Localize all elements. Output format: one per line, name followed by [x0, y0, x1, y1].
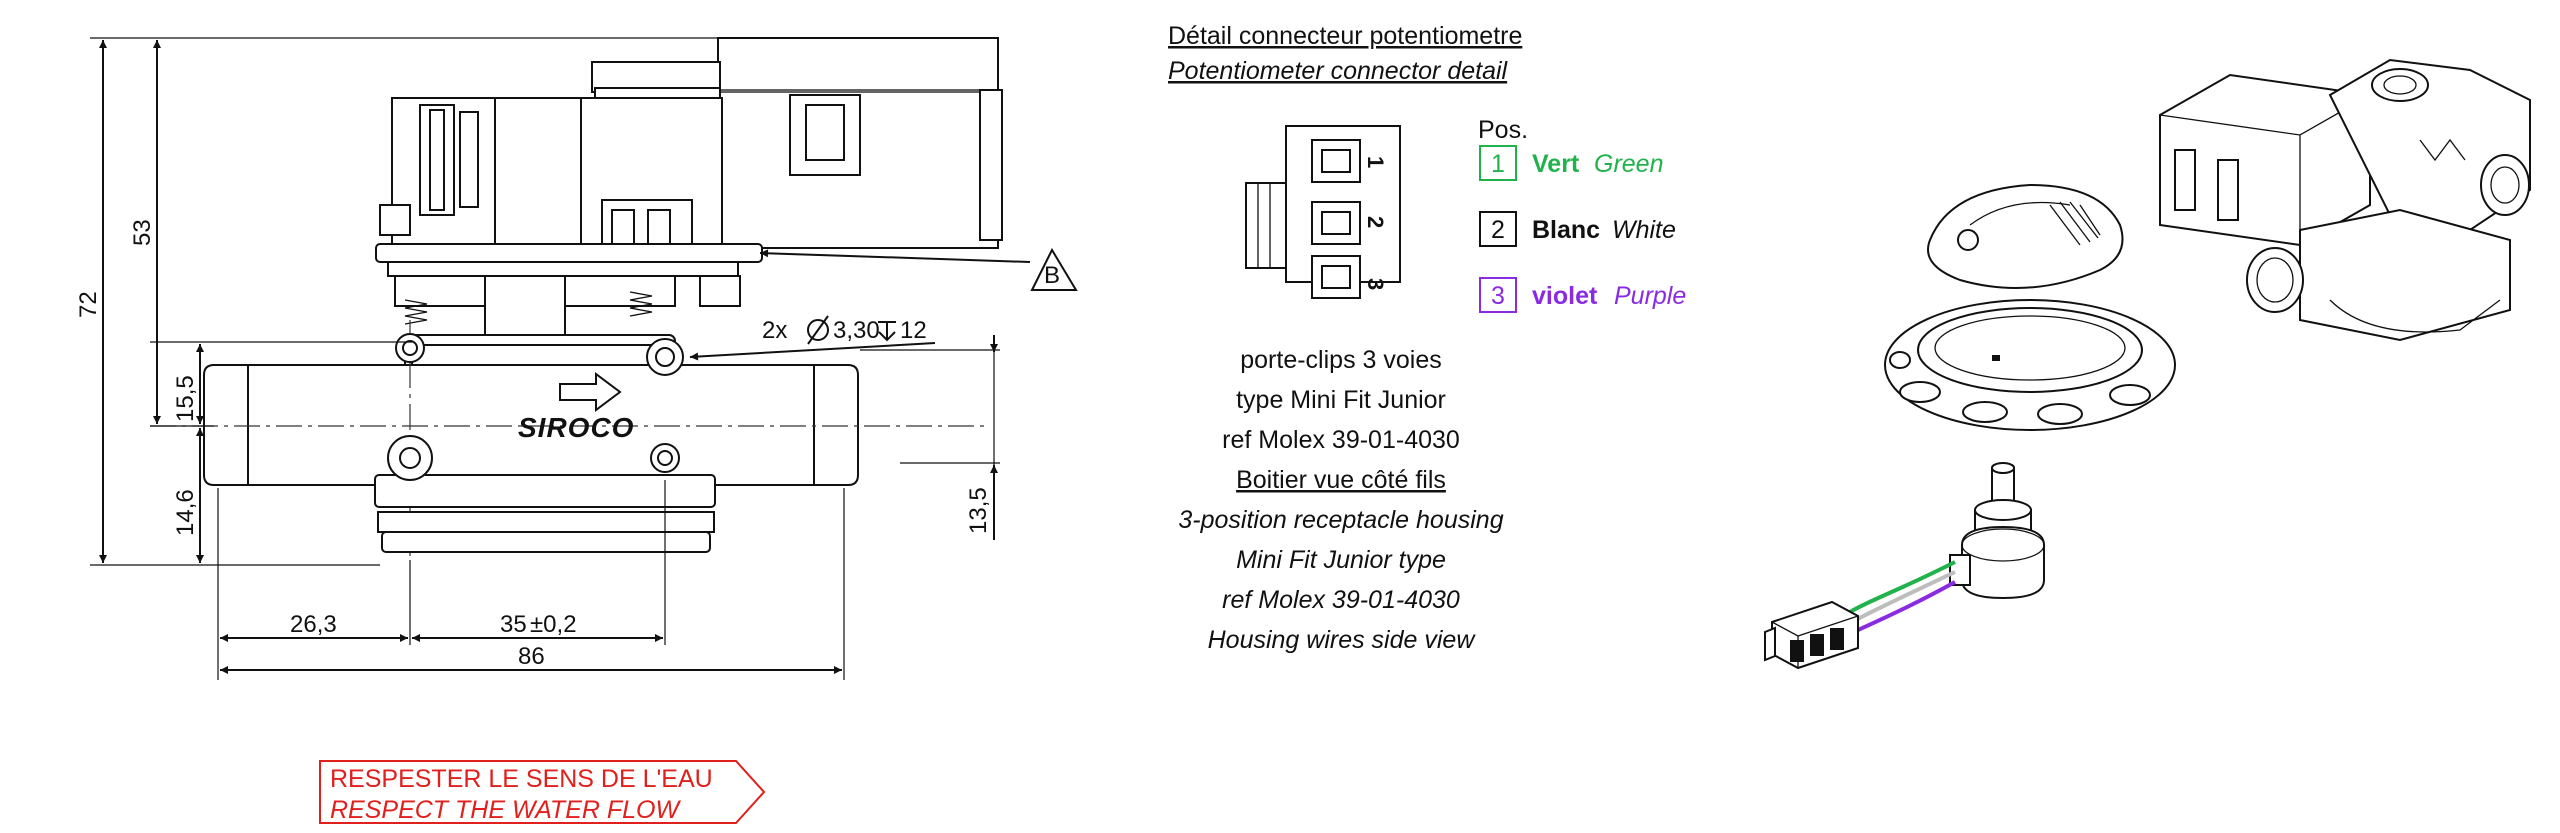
- connector-title-fr: Détail connecteur potentiometre: [1168, 22, 1522, 50]
- dimension-15-5: 15,5: [172, 375, 199, 422]
- connector-desc-5: 3-position receptacle housing: [1178, 506, 1503, 534]
- dimension-35: 35: [500, 611, 527, 638]
- pin-1-number: 1: [1491, 150, 1505, 178]
- pin-3-number: 3: [1491, 282, 1505, 310]
- connector-desc-2: type Mini Fit Junior: [1236, 386, 1446, 414]
- pin-header: Pos.: [1478, 116, 1528, 144]
- dimension-86: 86: [518, 643, 545, 670]
- pin-3-name-en: Purple: [1614, 282, 1686, 310]
- dimension-14-6: 14,6: [172, 489, 199, 536]
- brand-marking: SIROCO: [518, 412, 634, 443]
- pin-2-name-fr: Blanc: [1532, 216, 1600, 244]
- pin-2-box: [1479, 211, 1517, 247]
- pin-2-number: 2: [1491, 216, 1505, 244]
- green-wire: [1848, 560, 1956, 614]
- dimension-35-tolerance: ±0,2: [530, 611, 577, 638]
- dimension-72: 72: [75, 291, 102, 318]
- connector-desc-6: Mini Fit Junior type: [1236, 546, 1446, 574]
- housing-pin-2: 2: [1363, 216, 1388, 228]
- connector-desc-8: Housing wires side view: [1208, 626, 1477, 654]
- depth-icon: [878, 321, 896, 342]
- purple-wire: [1853, 580, 1956, 634]
- pin-1-box: [1479, 145, 1517, 181]
- connector-title-en: Potentiometer connector detail: [1168, 57, 1509, 85]
- warning-line-fr: RESPESTER LE SENS DE L'EAU: [330, 765, 713, 793]
- pin-3-box: [1479, 277, 1517, 313]
- diameter-icon: [807, 315, 829, 345]
- pin-2-name-en: White: [1612, 216, 1676, 244]
- pin-1-name-en: Green: [1594, 150, 1663, 178]
- connector-desc-3: ref Molex 39-01-4030: [1222, 426, 1460, 454]
- warning-flag: [319, 760, 766, 824]
- callout-b: [759, 247, 1078, 291]
- valve-front-view: [150, 37, 1003, 560]
- housing-pin-1: 1: [1363, 156, 1388, 168]
- connector-desc-4: Boitier vue côté fils: [1236, 466, 1446, 494]
- knob-illustration: [1927, 183, 2124, 289]
- pin-3-name-fr: violet: [1532, 282, 1598, 310]
- pin-1-name-fr: Vert: [1532, 150, 1580, 178]
- dimension-13-5: 13,5: [965, 487, 992, 534]
- housing-pin-3: 3: [1363, 278, 1388, 290]
- dimension-lines: [90, 37, 1000, 680]
- holes-diameter: 3,30: [833, 317, 880, 344]
- holes-depth: 12: [900, 317, 927, 344]
- connector-desc-7: ref Molex 39-01-4030: [1222, 586, 1460, 614]
- valve-3d-illustration: [2159, 58, 2531, 342]
- connector-desc-1: porte-clips 3 voies: [1240, 346, 1441, 374]
- white-wire: [1851, 570, 1956, 624]
- holes-count: 2x: [762, 317, 787, 344]
- callout-b-label: B: [1044, 262, 1060, 289]
- warning-line-en: RESPECT THE WATER FLOW: [330, 796, 682, 824]
- potentiometer-illustration: [1764, 462, 2045, 670]
- bezel-ring-illustration: [1884, 299, 2176, 431]
- dimension-53: 53: [129, 219, 156, 246]
- dimension-26-3: 26,3: [290, 611, 337, 638]
- connector-housing: [1245, 125, 1401, 299]
